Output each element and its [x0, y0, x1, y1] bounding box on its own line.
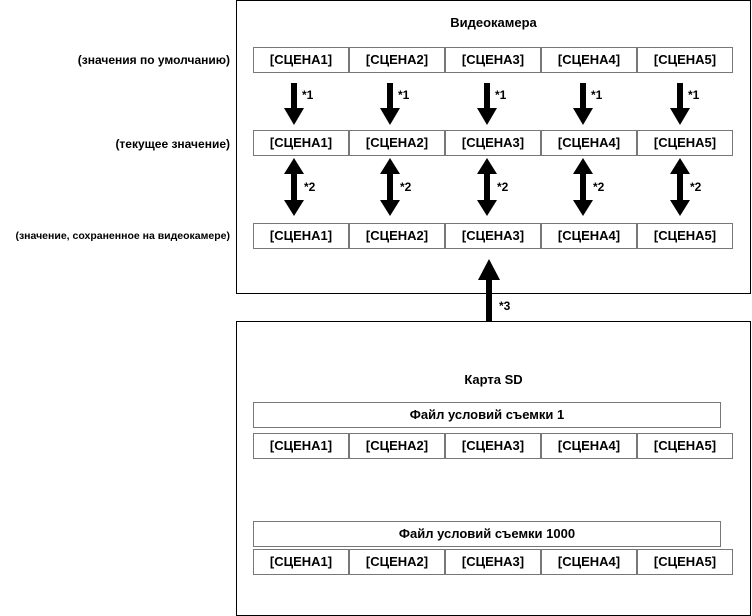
- scene-cell: [СЦЕНА5]: [637, 433, 733, 459]
- scene-cell: [СЦЕНА2]: [349, 130, 445, 156]
- scene-cell: [СЦЕНА1]: [253, 433, 349, 459]
- scene-cell: [СЦЕНА4]: [541, 130, 637, 156]
- note-label: *1: [302, 88, 314, 102]
- scene-cell: [СЦЕНА3]: [445, 47, 541, 73]
- note-label: *2: [690, 180, 702, 194]
- scene-cell: [СЦЕНА5]: [637, 549, 733, 575]
- scene-cell: [СЦЕНА3]: [445, 433, 541, 459]
- scene-cell: [СЦЕНА4]: [541, 47, 637, 73]
- row-label-saved: (значение, сохраненное на видеокамере): [15, 230, 230, 242]
- note-label: *2: [400, 180, 412, 194]
- double-arrow-icon: [380, 158, 400, 216]
- scene-cell: [СЦЕНА5]: [637, 130, 733, 156]
- scene-cell: [СЦЕНА1]: [253, 549, 349, 575]
- scene-cell: [СЦЕНА5]: [637, 47, 733, 73]
- scene-cell: [СЦЕНА1]: [253, 130, 349, 156]
- sd-card-title: Карта SD: [464, 372, 523, 387]
- file-banner-first: Файл условий съемки 1: [253, 402, 721, 428]
- scene-cell: [СЦЕНА2]: [349, 47, 445, 73]
- row-label-defaults: (значения по умолчанию): [77, 53, 230, 67]
- down-arrow-icon: [573, 83, 593, 125]
- file-banner-last: Файл условий съемки 1000: [253, 521, 721, 547]
- scene-cell: [СЦЕНА3]: [445, 549, 541, 575]
- note-label: *1: [591, 88, 603, 102]
- down-arrow-icon: [380, 83, 400, 125]
- scene-cell: [СЦЕНА1]: [253, 47, 349, 73]
- double-arrow-icon: [284, 158, 304, 216]
- scene-cell: [СЦЕНА1]: [253, 223, 349, 249]
- scene-cell: [СЦЕНА3]: [445, 223, 541, 249]
- note-label: *2: [593, 180, 605, 194]
- scene-cell: [СЦЕНА4]: [541, 223, 637, 249]
- down-arrow-icon: [477, 83, 497, 125]
- note-label: *1: [688, 88, 700, 102]
- double-arrow-icon: [573, 158, 593, 216]
- double-arrow-icon: [477, 158, 497, 216]
- double-arrow-icon: [670, 158, 690, 216]
- scene-cell: [СЦЕНА2]: [349, 223, 445, 249]
- scene-cell: [СЦЕНА5]: [637, 223, 733, 249]
- down-arrow-icon: [284, 83, 304, 125]
- scene-cell: [СЦЕНА2]: [349, 433, 445, 459]
- scene-cell: [СЦЕНА2]: [349, 549, 445, 575]
- scene-cell: [СЦЕНА4]: [541, 433, 637, 459]
- row-label-current: (текущее значение): [115, 137, 230, 151]
- note-label: *1: [495, 88, 507, 102]
- note-label: *2: [497, 180, 509, 194]
- note-label: *3: [499, 299, 511, 313]
- note-label: *2: [304, 180, 316, 194]
- scene-cell: [СЦЕНА3]: [445, 130, 541, 156]
- note-label: *1: [398, 88, 410, 102]
- scene-cell: [СЦЕНА4]: [541, 549, 637, 575]
- camera-title: Видеокамера: [450, 15, 537, 30]
- down-arrow-icon: [670, 83, 690, 125]
